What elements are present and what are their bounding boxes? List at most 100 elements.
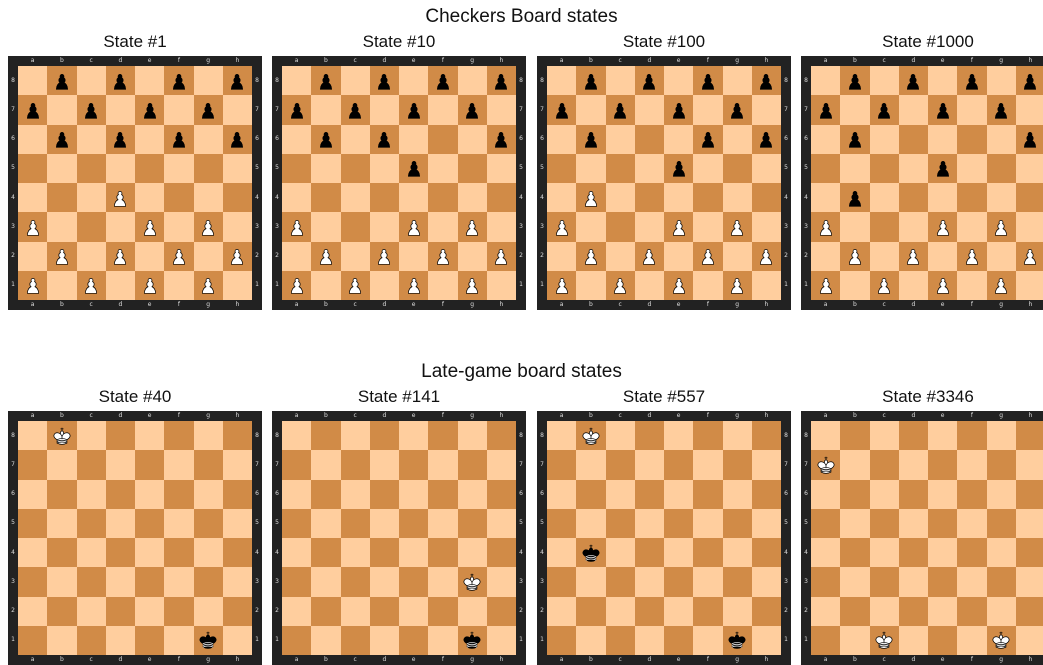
square-f4[interactable] [957, 538, 986, 567]
white-pawn-icon[interactable] [580, 245, 602, 267]
square-e6[interactable] [135, 480, 164, 509]
square-h2[interactable] [752, 597, 781, 626]
black-pawn-icon[interactable] [580, 70, 602, 92]
square-a2[interactable] [811, 597, 840, 626]
square-e7[interactable] [399, 450, 428, 479]
square-d6[interactable] [635, 480, 664, 509]
square-h4[interactable] [487, 183, 516, 212]
square-g4[interactable] [723, 538, 752, 567]
square-e8[interactable] [399, 66, 428, 95]
square-e4[interactable] [135, 183, 164, 212]
square-h6[interactable] [487, 125, 516, 154]
square-h8[interactable] [752, 421, 781, 450]
square-h8[interactable] [752, 66, 781, 95]
square-f5[interactable] [164, 509, 193, 538]
square-e1[interactable] [664, 626, 693, 655]
square-a3[interactable] [811, 567, 840, 596]
square-g3[interactable] [723, 212, 752, 241]
square-e5[interactable] [928, 154, 957, 183]
square-g8[interactable] [723, 66, 752, 95]
square-h2[interactable] [223, 242, 252, 271]
square-e6[interactable] [928, 480, 957, 509]
square-d3[interactable] [635, 212, 664, 241]
square-b7[interactable] [47, 95, 76, 124]
square-c1[interactable] [870, 626, 899, 655]
square-e8[interactable] [135, 66, 164, 95]
square-h2[interactable] [1016, 597, 1043, 626]
square-f1[interactable] [957, 271, 986, 300]
square-d8[interactable] [106, 421, 135, 450]
square-d4[interactable] [370, 183, 399, 212]
square-g4[interactable] [987, 183, 1016, 212]
square-d7[interactable] [899, 95, 928, 124]
square-c4[interactable] [77, 538, 106, 567]
square-g6[interactable] [458, 480, 487, 509]
square-e7[interactable] [135, 95, 164, 124]
square-b3[interactable] [47, 212, 76, 241]
square-h8[interactable] [223, 66, 252, 95]
square-f7[interactable] [428, 450, 457, 479]
square-d4[interactable] [635, 538, 664, 567]
square-a5[interactable] [18, 509, 47, 538]
square-b4[interactable] [840, 538, 869, 567]
black-pawn-icon[interactable] [226, 70, 248, 92]
square-b5[interactable] [311, 509, 340, 538]
square-h5[interactable] [1016, 509, 1043, 538]
square-g3[interactable] [458, 212, 487, 241]
white-pawn-icon[interactable] [668, 274, 690, 296]
square-f7[interactable] [693, 450, 722, 479]
square-c4[interactable] [606, 183, 635, 212]
square-g8[interactable] [987, 421, 1016, 450]
white-pawn-icon[interactable] [197, 216, 219, 238]
square-e4[interactable] [928, 538, 957, 567]
square-a7[interactable] [811, 95, 840, 124]
square-g3[interactable] [194, 567, 223, 596]
square-h3[interactable] [223, 567, 252, 596]
square-a8[interactable] [18, 66, 47, 95]
black-pawn-icon[interactable] [1019, 70, 1041, 92]
square-h1[interactable] [1016, 271, 1043, 300]
white-king-icon[interactable] [580, 425, 602, 447]
square-e4[interactable] [664, 538, 693, 567]
square-g6[interactable] [987, 125, 1016, 154]
square-g2[interactable] [723, 242, 752, 271]
white-king-icon[interactable] [815, 454, 837, 476]
square-h7[interactable] [487, 450, 516, 479]
square-b3[interactable] [47, 567, 76, 596]
square-g1[interactable] [987, 271, 1016, 300]
square-a7[interactable] [18, 450, 47, 479]
square-a6[interactable] [547, 125, 576, 154]
square-e8[interactable] [928, 66, 957, 95]
square-e8[interactable] [135, 421, 164, 450]
square-a1[interactable] [547, 626, 576, 655]
square-d5[interactable] [106, 154, 135, 183]
square-f1[interactable] [693, 271, 722, 300]
square-c5[interactable] [870, 509, 899, 538]
square-h3[interactable] [223, 212, 252, 241]
square-c8[interactable] [606, 421, 635, 450]
square-b4[interactable] [47, 183, 76, 212]
square-g6[interactable] [194, 480, 223, 509]
square-h8[interactable] [487, 66, 516, 95]
square-g1[interactable] [458, 271, 487, 300]
black-pawn-icon[interactable] [22, 99, 44, 121]
square-a3[interactable] [811, 212, 840, 241]
square-f4[interactable] [428, 538, 457, 567]
square-b1[interactable] [47, 271, 76, 300]
square-b4[interactable] [311, 538, 340, 567]
white-pawn-icon[interactable] [961, 245, 983, 267]
square-f4[interactable] [957, 183, 986, 212]
square-f6[interactable] [957, 480, 986, 509]
square-e4[interactable] [399, 538, 428, 567]
black-pawn-icon[interactable] [815, 99, 837, 121]
square-c1[interactable] [606, 271, 635, 300]
white-pawn-icon[interactable] [80, 274, 102, 296]
square-a2[interactable] [18, 242, 47, 271]
square-h1[interactable] [487, 271, 516, 300]
square-e2[interactable] [135, 242, 164, 271]
white-pawn-icon[interactable] [580, 187, 602, 209]
square-f2[interactable] [957, 597, 986, 626]
black-pawn-icon[interactable] [109, 70, 131, 92]
square-h4[interactable] [223, 538, 252, 567]
square-b5[interactable] [47, 509, 76, 538]
